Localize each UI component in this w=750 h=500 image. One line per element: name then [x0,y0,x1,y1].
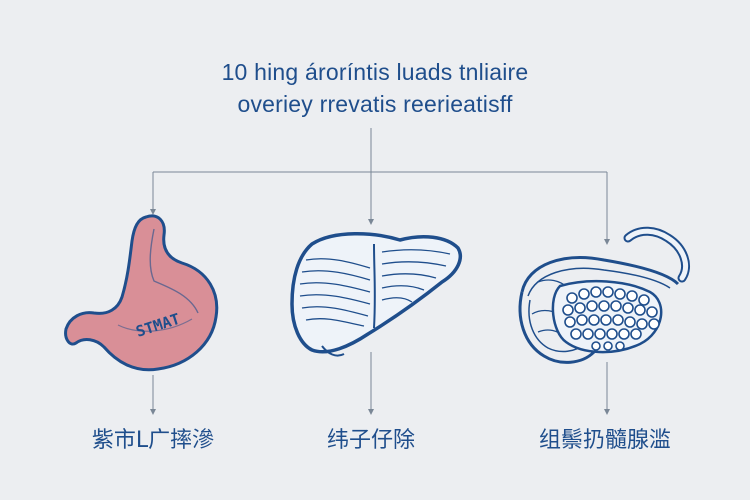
pancreas-intestine-illustration [518,226,690,364]
stomach-caption: 紫市L广摔滲 [91,428,215,453]
stomach-illustration: STMAT [64,214,219,372]
diagram-title-line-1: 10 hing ároríntis luads tnliaire [221,59,529,85]
liver-caption: 纬子仔除 [326,428,415,453]
diagram-title-line-2: overiey rrevatis reerieatisff [237,91,513,117]
pancreas-caption: 组鬃扔髓腺滥 [538,428,671,453]
liver-illustration [290,232,463,357]
